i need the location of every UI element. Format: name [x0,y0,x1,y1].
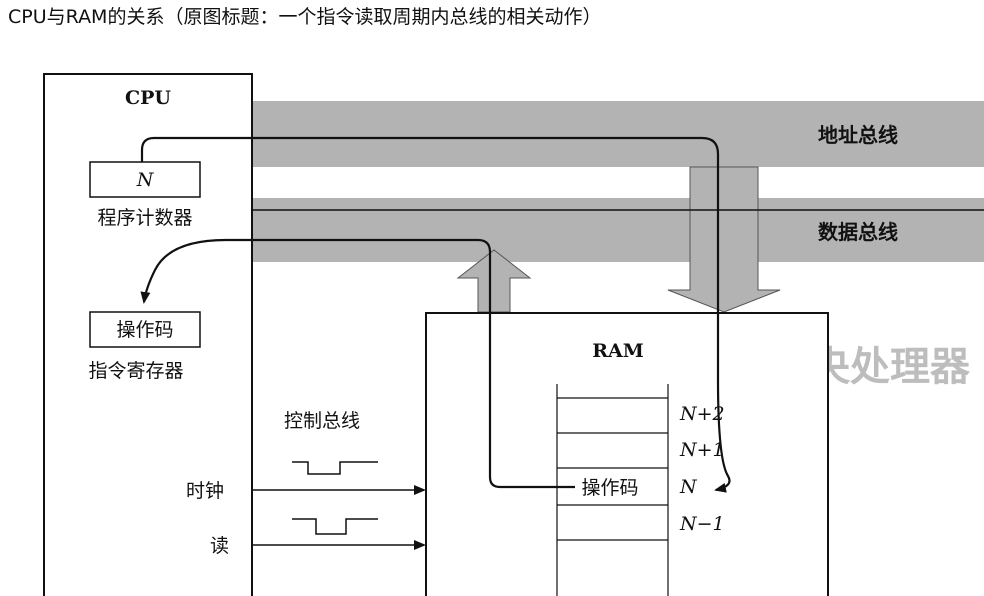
address-label-n-minus-1: N−1 [679,513,725,535]
memory-cell-content: 操作码 [581,477,638,499]
caption: CPU与RAM的关系（原图标题：一个指令读取周期内总线的相关动作） [8,6,602,28]
address-label-n-plus-2: N+2 [679,403,725,425]
address-label-n: N [679,476,698,498]
ram-title: RAM [592,340,644,362]
address-bus [252,101,984,167]
program-counter-label: 程序计数器 [97,207,192,229]
clock-waveform [292,461,378,475]
ram-to-data-arrow [456,249,532,313]
memory-cells [556,384,669,596]
instruction-register-value: 操作码 [116,319,173,341]
address-label-n-plus-1: N+1 [679,439,725,461]
address-bus-label: 地址总线 [818,123,898,147]
clock-label: 时钟 [186,480,224,502]
data-flow-line [140,238,575,489]
address-flow-line [140,136,731,493]
program-counter-box [89,161,201,198]
ram-box [425,312,829,596]
read-label: 读 [210,535,229,557]
instruction-register-box [89,311,201,348]
instruction-register-label: 指令寄存器 [88,360,183,382]
read-waveform [292,518,378,535]
cpu-title: CPU [125,87,171,109]
data-bus [252,198,984,262]
data-bus-label: 数据总线 [818,220,898,244]
address-to-ram-arrow [667,166,781,313]
control-bus-label: 控制总线 [284,410,360,432]
program-counter-value: N [136,169,155,191]
